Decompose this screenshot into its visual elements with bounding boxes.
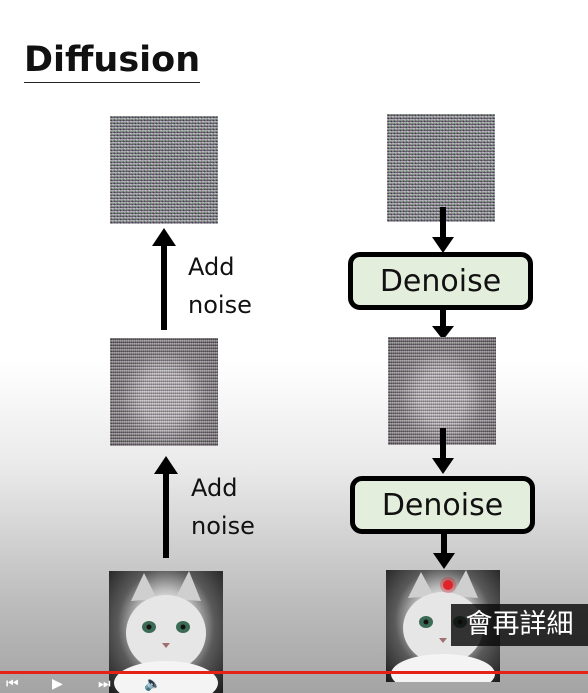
skip-icon[interactable]: ⏭ bbox=[98, 676, 111, 692]
play-icon[interactable]: ▶ bbox=[52, 676, 63, 692]
noisy-cat-image-right bbox=[388, 337, 496, 445]
subtitle-caption: 會再詳細 bbox=[451, 604, 588, 646]
arrow-up-icon bbox=[152, 228, 176, 330]
arrow-down-icon bbox=[432, 207, 454, 253]
noise-image-top-left bbox=[110, 116, 218, 224]
denoise-box-bottom: Denoise bbox=[350, 476, 535, 534]
noise-image-top-right bbox=[387, 114, 495, 222]
arrow-down-icon bbox=[432, 310, 454, 340]
add-noise-label-bottom: Add noise bbox=[191, 474, 255, 540]
player-controls: ⏮ ▶ ⏭ 🔈 bbox=[0, 676, 588, 693]
slide-title: Diffusion bbox=[24, 40, 201, 83]
arrow-down-icon bbox=[432, 428, 454, 474]
noisy-cat-image-left bbox=[110, 338, 218, 446]
arrow-down-icon bbox=[433, 533, 455, 569]
cat-image-left bbox=[109, 571, 223, 693]
denoise-label: Denoise bbox=[379, 263, 502, 299]
skip-icon[interactable]: ⏮ bbox=[6, 676, 19, 692]
add-noise-label-top: Add noise bbox=[188, 253, 252, 319]
denoise-label: Denoise bbox=[381, 487, 504, 523]
denoise-box-top: Denoise bbox=[348, 252, 533, 310]
volume-icon[interactable]: 🔈 bbox=[144, 676, 162, 692]
recording-dot-icon bbox=[443, 580, 453, 590]
video-progress-bar[interactable] bbox=[0, 671, 588, 674]
arrow-up-icon bbox=[154, 456, 178, 558]
